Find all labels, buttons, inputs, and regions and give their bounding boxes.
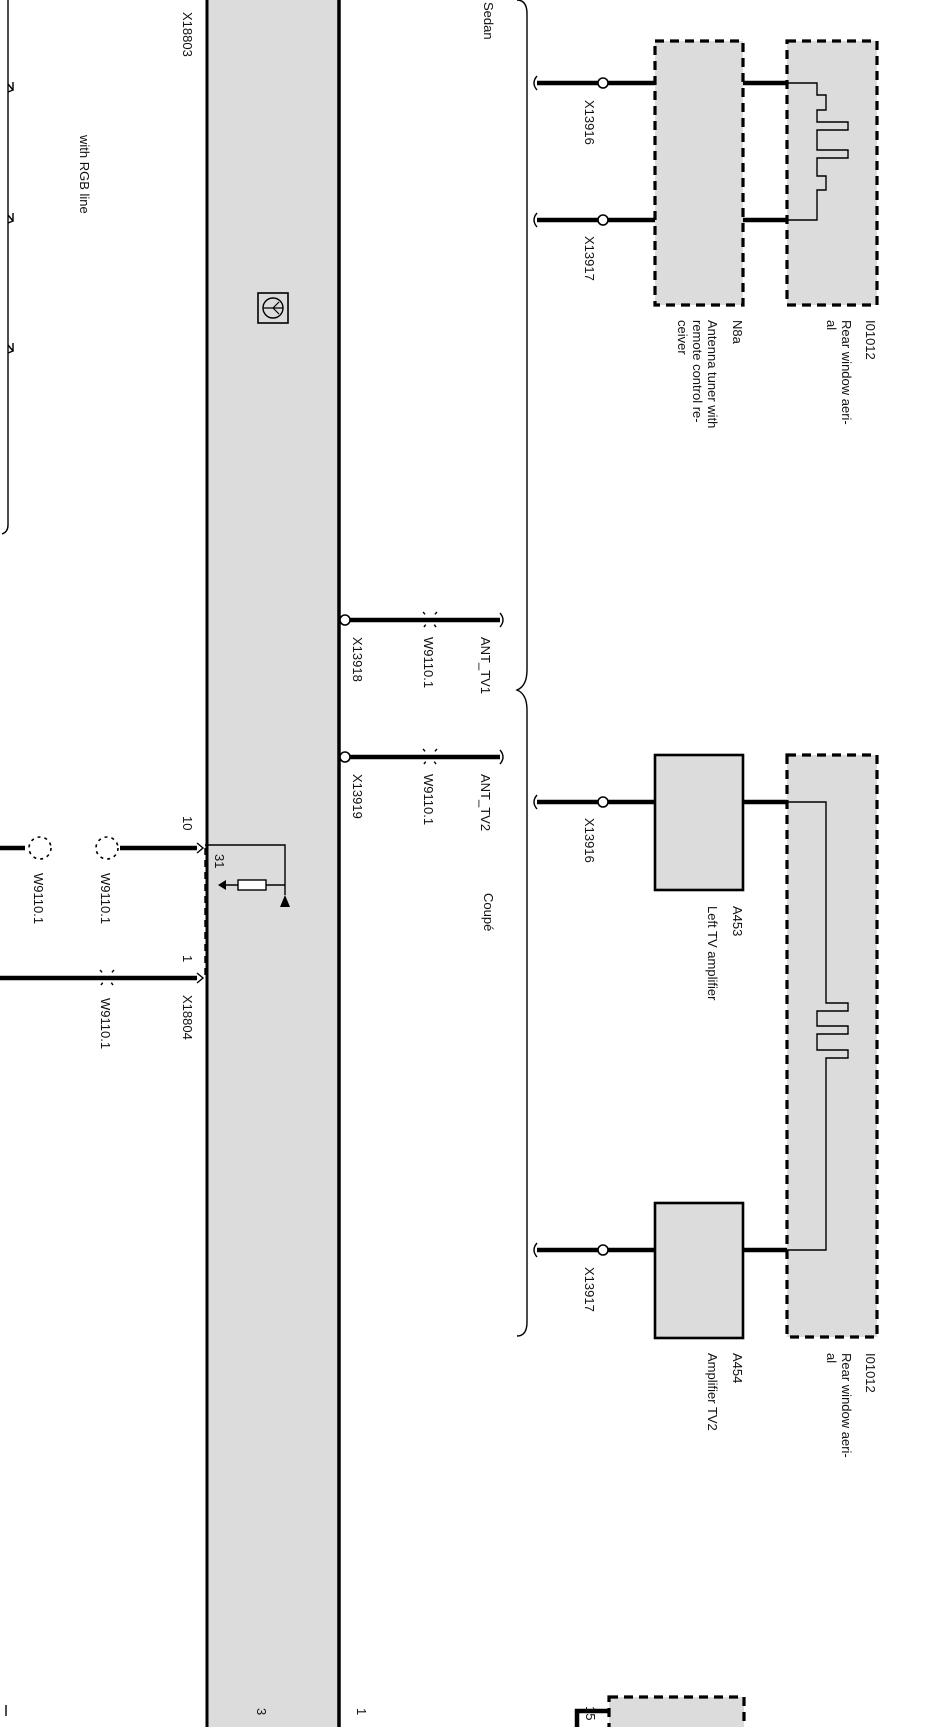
w9110-a-label: W9110.1 bbox=[421, 637, 436, 688]
a453-name-1: Left TV amplifier bbox=[705, 906, 720, 1001]
x18804-connector bbox=[0, 836, 286, 987]
n8a-name-1: Antenna tuner with bbox=[705, 320, 720, 428]
bottom-stub-wire bbox=[574, 1708, 609, 1727]
ant-tv2-label: ANT_TV2 bbox=[478, 774, 493, 831]
w9110-b-label: W9110.1 bbox=[421, 774, 436, 825]
i01012-a-id: I01012 bbox=[863, 320, 878, 360]
pin-1-label: 1 bbox=[180, 955, 195, 962]
a454-name-1: Amplifier TV2 bbox=[705, 1353, 720, 1431]
w9110-d-label: W9110.1 bbox=[98, 873, 113, 924]
with-rgb-label: with RGB line bbox=[77, 134, 92, 214]
x13917-b-label: X13917 bbox=[582, 1267, 597, 1312]
n8a-name-2: remote control re- bbox=[690, 320, 705, 423]
x13916-a-label: X13916 bbox=[582, 100, 597, 145]
ground-arrow-icon bbox=[218, 880, 226, 890]
control-unit-body bbox=[207, 0, 339, 1727]
i01012-a-name-2: al bbox=[824, 320, 839, 330]
sedan-wiring bbox=[533, 75, 787, 228]
w9110-e-label: W9110.1 bbox=[98, 998, 113, 1049]
rear-aerial-b-symbol bbox=[787, 801, 849, 1251]
rear-aerial-a-symbol bbox=[787, 82, 849, 221]
x18804-label: X18804 bbox=[180, 995, 195, 1040]
a454-module bbox=[653, 1201, 745, 1340]
a454-id: A454 bbox=[730, 1353, 745, 1383]
ground-arrow-b-icon bbox=[280, 895, 290, 907]
n8a-name-3: ceiver bbox=[675, 320, 690, 355]
ant-tv-wiring bbox=[339, 611, 504, 766]
pin-10-label: 10 bbox=[180, 816, 195, 830]
ant-tv1-label: ANT_TV1 bbox=[478, 637, 493, 694]
x18803-label: X18803 bbox=[180, 12, 195, 57]
x13918-label: X13918 bbox=[350, 637, 365, 682]
i01012-a-module bbox=[785, 39, 879, 307]
n8a-id: N8a bbox=[730, 320, 745, 345]
side-marker-icon bbox=[7, 82, 15, 354]
edge-1-label: 1 bbox=[354, 1708, 369, 1715]
i01012-a-name-1: Rear window aeri- bbox=[839, 320, 854, 425]
w9110-c-label: W9110.1 bbox=[31, 873, 46, 924]
i01012-b-name-1: Rear window aeri- bbox=[839, 1353, 854, 1458]
i01012-b-id: I01012 bbox=[863, 1353, 878, 1393]
sedan-brace bbox=[515, 0, 528, 1337]
a453-id: A453 bbox=[730, 906, 745, 936]
x13919-label: X13919 bbox=[350, 774, 365, 819]
coupe-label: Coupé bbox=[481, 893, 496, 931]
i01012-b-module bbox=[785, 753, 879, 1339]
bottom-stub-module bbox=[607, 1695, 746, 1727]
n8a-module bbox=[653, 39, 745, 307]
a453-module bbox=[653, 753, 745, 892]
left-brace bbox=[1, 0, 9, 535]
x13917-a-label: X13917 bbox=[582, 236, 597, 281]
sedan-label: Sedan bbox=[481, 2, 496, 40]
control-unit-symbol-icon bbox=[257, 292, 289, 324]
coupe-wiring bbox=[533, 794, 787, 1258]
pin-31-label: 31 bbox=[212, 854, 227, 868]
x13916-b-label: X13916 bbox=[582, 818, 597, 863]
edge-15-label: 15 bbox=[583, 1706, 598, 1720]
i01012-b-name-2: al bbox=[824, 1353, 839, 1363]
edge-3-label: 3 bbox=[254, 1708, 269, 1715]
